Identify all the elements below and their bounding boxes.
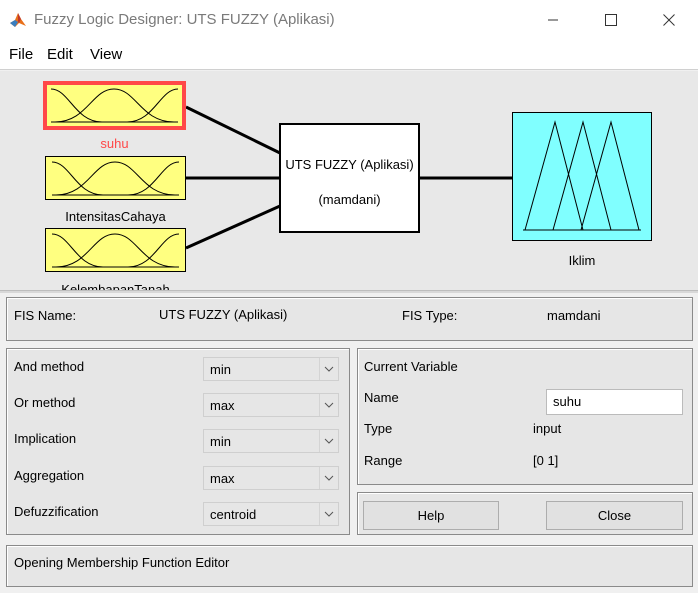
membership-curves [51,161,180,196]
chevron-down-icon [319,358,338,380]
menu-file[interactable]: File [9,46,34,63]
aggregation-value: max [210,471,235,486]
connection-lines [185,105,512,250]
and-method-select[interactable]: min [203,357,339,381]
chevron-down-icon [319,430,338,452]
fis-diagram: suhu IntensitasCahaya KelembapanTanah UT… [0,71,698,290]
status-text: Opening Membership Function Editor [14,555,230,570]
fis-info-panel: FIS Name: UTS FUZZY (Aplikasi) FIS Type:… [6,297,693,341]
membership-curves [50,88,179,123]
or-method-label: Or method [14,395,76,410]
splitter-bar[interactable] [0,290,698,293]
output-membership-curves [523,120,641,231]
membership-curves [51,233,180,268]
help-button[interactable]: Help [363,501,499,530]
variable-type-value: input [533,421,562,436]
variable-name-label: Name [364,390,399,405]
maximize-button[interactable] [588,0,634,40]
output-iklim-block[interactable] [512,112,652,241]
and-method-label: And method [14,359,85,374]
maximize-icon [605,14,617,26]
chevron-down-icon [319,503,338,525]
minimize-button[interactable] [530,0,576,40]
current-variable-title: Current Variable [364,359,458,374]
aggregation-select[interactable]: max [203,466,339,490]
defuzzification-select[interactable]: centroid [203,502,339,526]
current-variable-panel: Current Variable Name Type input Range [… [357,348,693,485]
implication-value: min [210,434,231,449]
and-method-value: min [210,362,231,377]
variable-range-value: [0 1] [533,453,559,468]
input-suhu-block[interactable] [43,81,186,130]
input-label-suhu: suhu [100,136,129,151]
or-method-value: max [210,398,235,413]
fis-system-block[interactable]: UTS FUZZY (Aplikasi) (mamdani) [279,123,420,233]
implication-label: Implication [14,431,77,446]
variable-range-label: Range [364,453,403,468]
close-icon [663,14,675,26]
system-name: UTS FUZZY (Aplikasi) [285,157,414,172]
close-window-button[interactable] [646,0,692,40]
defuzzification-label: Defuzzification [14,504,99,519]
variable-name-input[interactable]: suhu [546,389,683,415]
output-label-iklim: Iklim [568,253,596,268]
chevron-down-icon [319,467,338,489]
fis-type-value: mamdani [547,308,601,323]
minimize-icon [548,19,558,21]
input-label-kelembapantanah: KelembapanTanah [61,282,170,290]
system-type: (mamdani) [318,192,381,207]
or-method-select[interactable]: max [203,393,339,417]
defuzzification-value: centroid [210,507,257,522]
variable-type-label: Type [364,421,393,436]
matlab-icon [10,13,26,27]
title-bar: Fuzzy Logic Designer: UTS FUZZY (Aplikas… [0,0,698,40]
input-label-intensitascahaya: IntensitasCahaya [65,209,166,224]
implication-select[interactable]: min [203,429,339,453]
menu-bar: File Edit View [0,40,698,70]
close-button[interactable]: Close [546,501,683,530]
status-panel: Opening Membership Function Editor [6,545,693,587]
menu-edit[interactable]: Edit [47,46,73,63]
chevron-down-icon [319,394,338,416]
window-title: Fuzzy Logic Designer: UTS FUZZY (Aplikas… [34,11,335,28]
fis-type-label: FIS Type: [402,308,458,323]
menu-view[interactable]: View [90,46,123,63]
aggregation-label: Aggregation [14,468,85,483]
fis-name-label: FIS Name: [14,308,77,323]
input-kelembapantanah-block[interactable] [45,228,186,272]
input-intensitascahaya-block[interactable] [45,156,186,200]
fis-name-value: UTS FUZZY (Aplikasi) [159,307,288,322]
